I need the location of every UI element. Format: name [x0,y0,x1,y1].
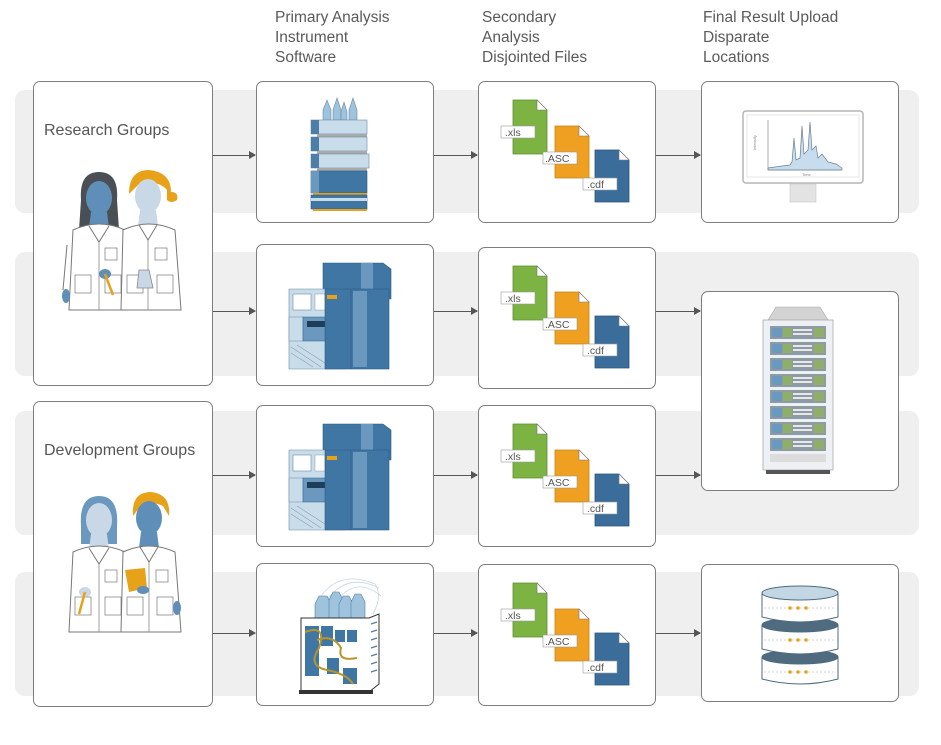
destination-box-database [701,564,899,702]
file-cdf-icon: .cdf [582,473,630,527]
server-unit [770,406,826,419]
group-label: Research Groups [44,122,170,139]
server-rack-icon [762,306,834,474]
flow-arrow [434,627,478,639]
instrument-box-4 [256,563,434,706]
file-group: .xls .ASC .cdf [500,423,630,527]
monitor-chromatogram-icon: Intensity Time [742,110,864,203]
file-ext-label: .ASC [545,636,570,648]
file-ext-label: .cdf [587,662,604,674]
header-line: Analysis [482,29,540,46]
scientists-illustration [68,492,182,633]
instrument-box-1 [256,81,434,223]
file-ext-label: .xls [505,127,521,139]
header-line: Disparate [703,29,770,46]
destination-box-server [701,291,899,491]
database-icon [761,585,839,685]
lc-ms-system-icon [288,423,392,531]
header-line: Software [275,49,337,66]
column-header-primary-analysis: Primary Analysis Instrument Software [275,8,390,68]
instrument-box-2 [256,244,434,386]
file-cdf-icon: .cdf [582,315,630,369]
file-ext-label: .ASC [545,477,570,489]
header-line: Final Result Upload [703,9,839,26]
file-asc-icon: .ASC [542,291,590,345]
server-unit [770,422,826,435]
file-group: .xls .ASC .cdf [500,582,630,686]
column-header-final-result: Final Result Upload Disparate Locations [703,8,838,68]
header-line: Secondary [482,9,557,26]
file-xls-icon: .xls [500,582,548,638]
files-box-4: .xls .ASC .cdf [478,564,656,706]
flow-arrow [656,149,701,161]
file-group: .xls .ASC .cdf [500,99,630,203]
flow-arrow [434,305,478,317]
flow-arrow [213,149,256,161]
group-label: Development Groups [44,442,196,459]
file-xls-icon: .xls [500,423,548,479]
files-box-3: .xls .ASC .cdf [478,405,656,547]
scientists-illustration [62,170,182,311]
server-unit [770,390,826,403]
file-asc-icon: .ASC [542,125,590,179]
file-ext-label: .cdf [587,503,604,515]
file-asc-icon: .ASC [542,449,590,503]
file-ext-label: .cdf [587,345,604,357]
flow-arrow [656,469,701,481]
server-unit [770,374,826,387]
file-group: .xls .ASC .cdf [500,265,630,369]
file-xls-icon: .xls [500,99,548,155]
header-line: Locations [703,49,770,66]
files-box-2: .xls .ASC .cdf [478,247,656,389]
file-ext-label: .xls [505,293,521,305]
file-asc-icon: .ASC [542,608,590,662]
file-cdf-icon: .cdf [582,632,630,686]
open-frame-hplc-icon [299,578,382,694]
column-header-secondary-analysis: Secondary Analysis Disjointed Files [482,8,587,68]
server-unit [770,342,826,355]
file-ext-label: .xls [505,451,521,463]
group-box-research: Research Groups [33,81,213,386]
server-unit [770,358,826,371]
flow-arrow [213,627,256,639]
flow-arrow [656,305,701,317]
flow-arrow [213,305,256,317]
header-line: Primary Analysis [275,9,390,26]
group-box-development: Development Groups [33,401,213,707]
header-line: Disjointed Files [482,49,588,66]
file-ext-label: .cdf [587,179,604,191]
svg-text:Intensity: Intensity [752,135,757,150]
file-xls-icon: .xls [500,265,548,321]
hplc-stack-icon [310,97,370,211]
flow-arrow [434,469,478,481]
server-unit [770,326,826,339]
files-box-1: .xls .ASC .cdf [478,81,656,223]
server-unit [770,438,826,451]
svg-text:Time: Time [802,172,812,177]
file-ext-label: .ASC [545,319,570,331]
flow-arrow [213,469,256,481]
file-ext-label: .ASC [545,153,570,165]
file-ext-label: .xls [505,610,521,622]
flow-arrow [434,149,478,161]
instrument-box-3 [256,405,434,547]
lc-ms-system-icon [288,262,392,370]
file-cdf-icon: .cdf [582,149,630,203]
header-line: Instrument [275,29,349,46]
flow-arrow [656,627,701,639]
destination-box-monitor: Intensity Time [701,81,899,223]
